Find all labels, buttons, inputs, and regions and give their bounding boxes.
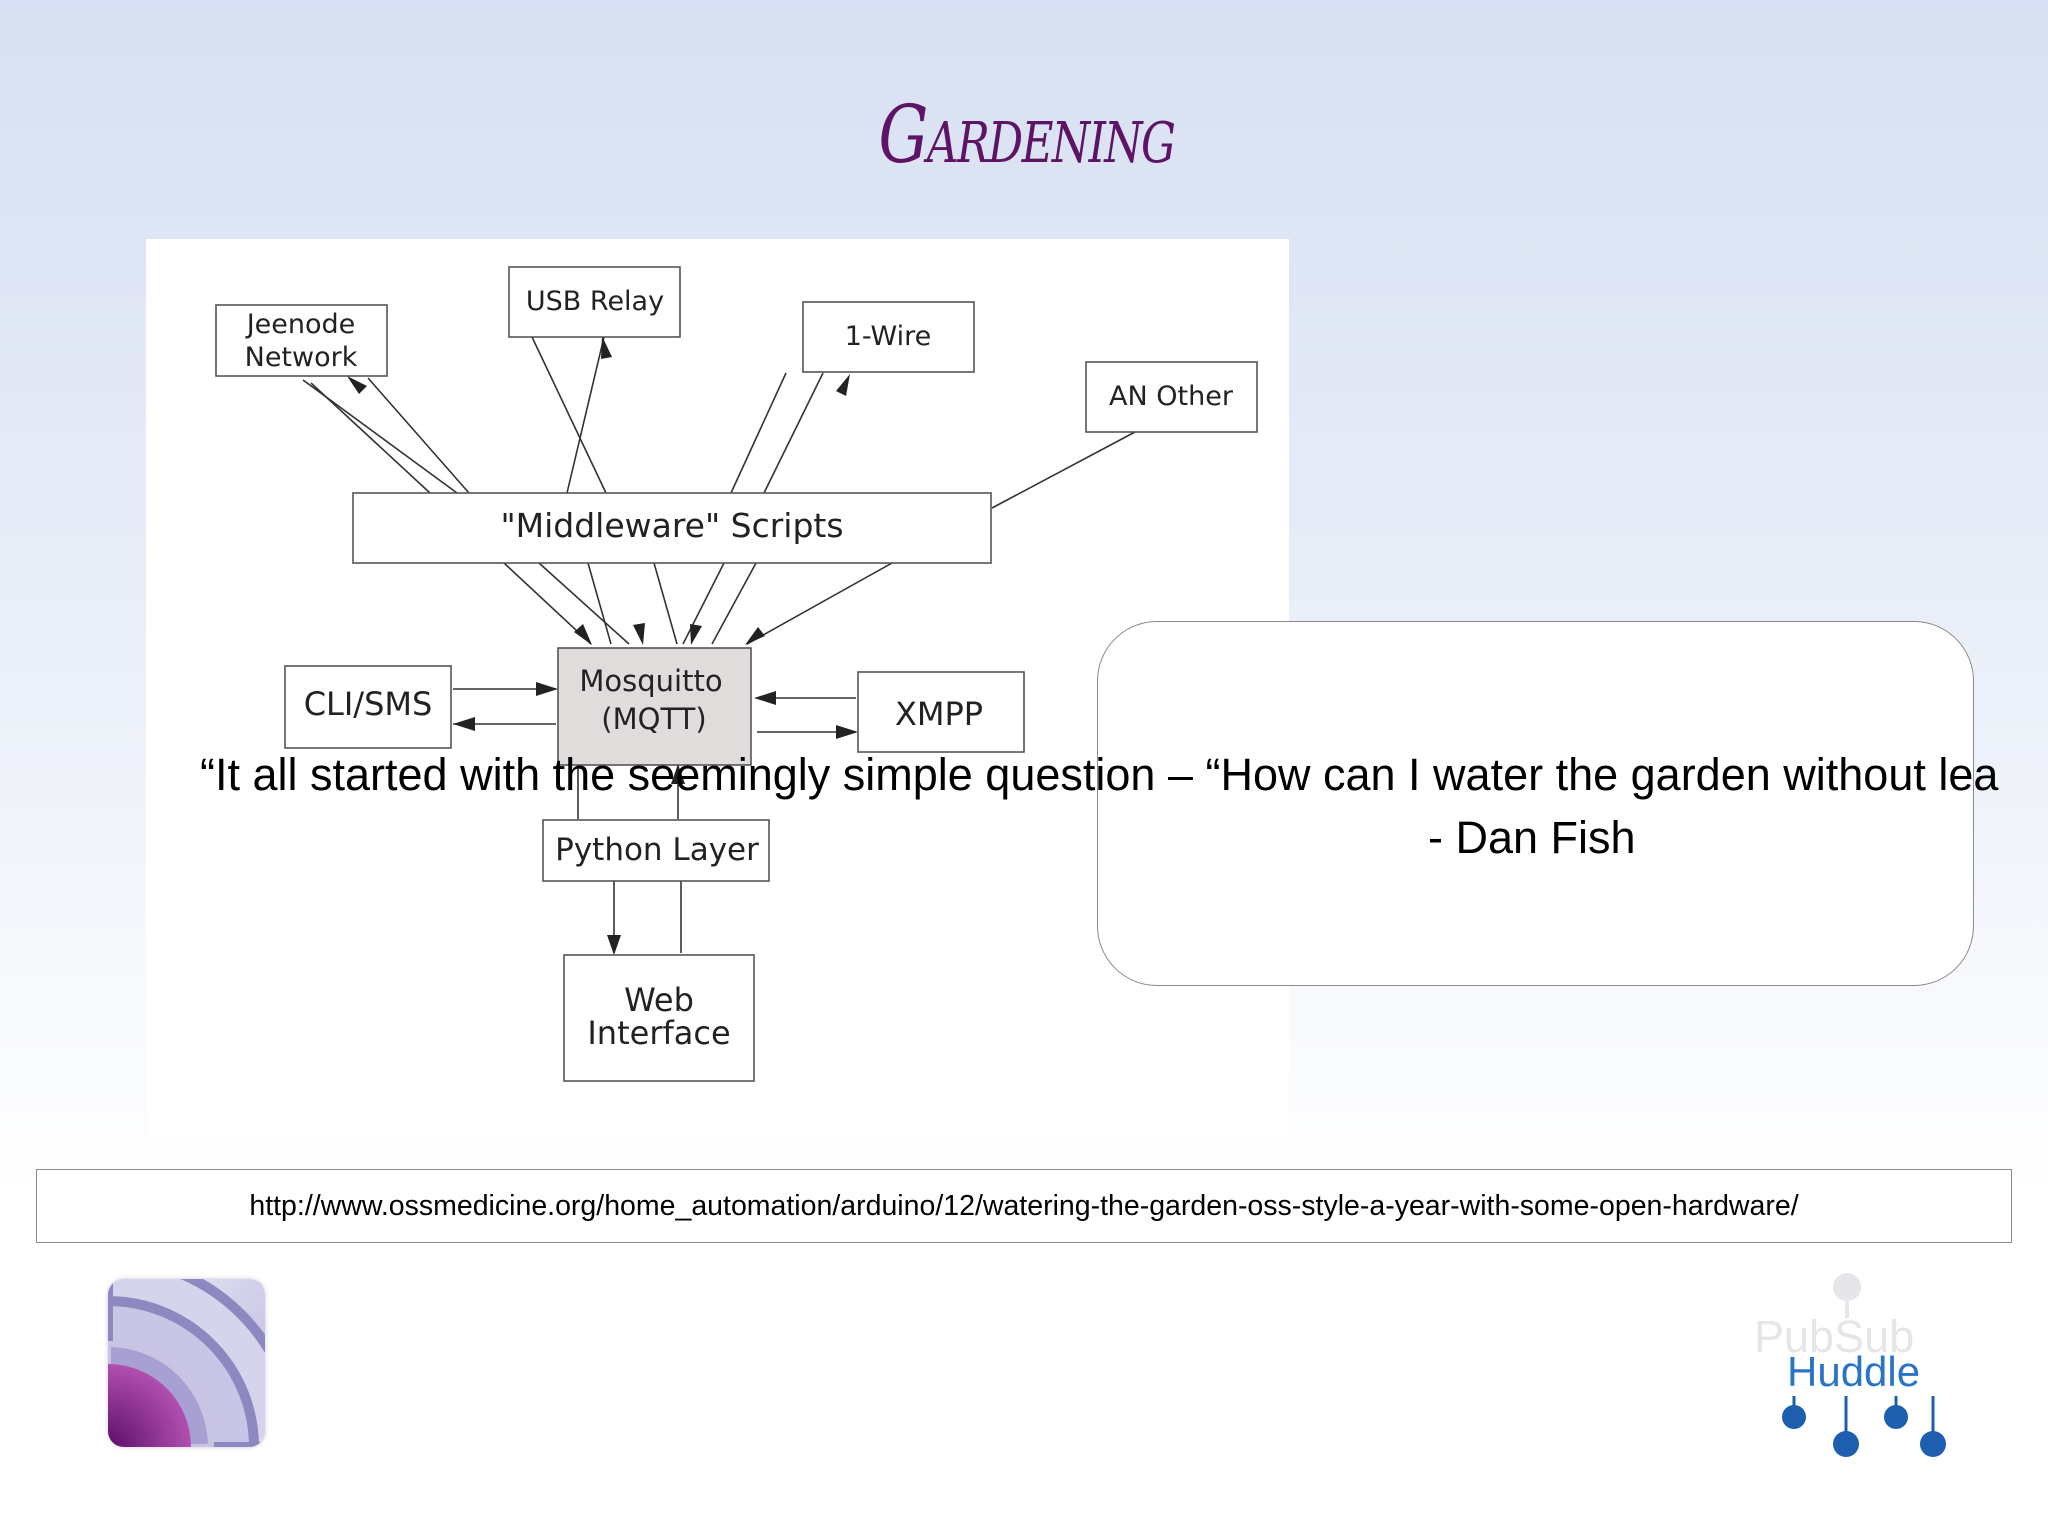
quote-text: “It all started with the seemingly simpl…: [200, 749, 1999, 800]
pubsub-huddle-logo: PubSub Huddle: [1750, 1270, 1960, 1460]
arrowhead-onewire: [836, 374, 850, 396]
connectors: [302, 336, 1136, 953]
connector-middleware-onewire: [763, 372, 824, 494]
quote-box: [1097, 621, 1974, 986]
slide-title: Gardening: [878, 88, 1176, 181]
node-xmpp-box: [857, 671, 1025, 753]
arrowhead-mq-center-right: [690, 624, 702, 645]
arrowhead-python-to-mq: [671, 764, 685, 784]
arrowhead-jeenode: [347, 376, 367, 394]
node-web-interface-box: [563, 954, 755, 1082]
arrowhead-mq-to-xmpp: [836, 725, 858, 739]
connector-middleware-usb: [566, 336, 605, 494]
quote-author: - Dan Fish: [1428, 812, 1636, 863]
connector-jeenode-middleware-b: [302, 379, 458, 494]
node-jeenode-label-1: Jeenode: [245, 309, 356, 340]
connector-mw-mq-5: [711, 562, 757, 645]
arrowhead-mq-center-left: [633, 623, 645, 645]
arrowhead-python-to-web: [607, 935, 621, 955]
node-usb-relay-label: USB Relay: [526, 286, 664, 317]
connector-another-middleware: [991, 431, 1136, 509]
node-web-interface-label-1: Web: [624, 981, 694, 1019]
node-xmpp-label: XMPP: [895, 695, 983, 733]
concentric-arcs-logo-icon: [108, 1279, 265, 1447]
node-usb-relay-box: [508, 266, 681, 338]
connector-jeenode-middleware: [367, 377, 470, 494]
connector-mw-mq-7: [746, 562, 893, 645]
connector-mw-mq-4: [653, 562, 678, 645]
source-url-box: http://www.ossmedicine.org/home_automati…: [36, 1169, 2012, 1243]
node-mosquitto-box: [557, 647, 752, 766]
connector-usb-middleware: [531, 336, 607, 494]
node-one-wire-box: [802, 301, 975, 373]
node-an-other-label: AN Other: [1109, 381, 1234, 412]
arrowhead-mq-left: [574, 624, 592, 645]
connector-mw-mq-2: [538, 562, 630, 645]
node-boxes: [215, 266, 1258, 1082]
arrowhead-xmpp-to-mq: [754, 691, 776, 705]
node-one-wire-label: 1-Wire: [845, 321, 932, 352]
node-cli-sms-label: CLI/SMS: [304, 685, 433, 723]
connector-onewire-middleware: [730, 372, 787, 494]
node-python-layer-label: Python Layer: [555, 832, 759, 868]
node-python-layer-box: [542, 819, 770, 882]
huddle-text: Huddle: [1787, 1348, 1920, 1395]
pubsub-faded-text: PubSub: [1754, 1311, 1914, 1362]
source-url-link[interactable]: http://www.ossmedicine.org/home_automati…: [249, 1189, 1799, 1222]
node-jeenode-label-2: Network: [245, 342, 358, 373]
node-middleware-box: [352, 492, 992, 564]
connector-mw-mq-6: [682, 562, 725, 645]
node-web-interface-label-2: Interface: [587, 1014, 730, 1052]
node-mosquitto-label-2: (MQTT): [601, 702, 706, 736]
node-jeenode-box: [215, 304, 388, 377]
arrowhead-mq-to-cli: [453, 717, 475, 731]
node-an-other-box: [1085, 361, 1258, 433]
arrowhead-mq-right: [745, 627, 765, 645]
node-cli-sms-box: [284, 665, 452, 749]
arrowhead-cli-to-mq: [536, 682, 558, 696]
arrowheads: [347, 336, 858, 955]
node-middleware-label: "Middleware" Scripts: [500, 506, 843, 545]
arrowhead-usb: [601, 336, 612, 359]
architecture-diagram-svg: Jeenode Network USB Relay 1-Wire AN Othe…: [215, 266, 1258, 1082]
node-labels: Jeenode Network USB Relay 1-Wire AN Othe…: [245, 286, 1234, 1052]
connector-mw-mq-3: [587, 562, 612, 645]
node-mosquitto-label-1: Mosquitto: [579, 664, 722, 698]
